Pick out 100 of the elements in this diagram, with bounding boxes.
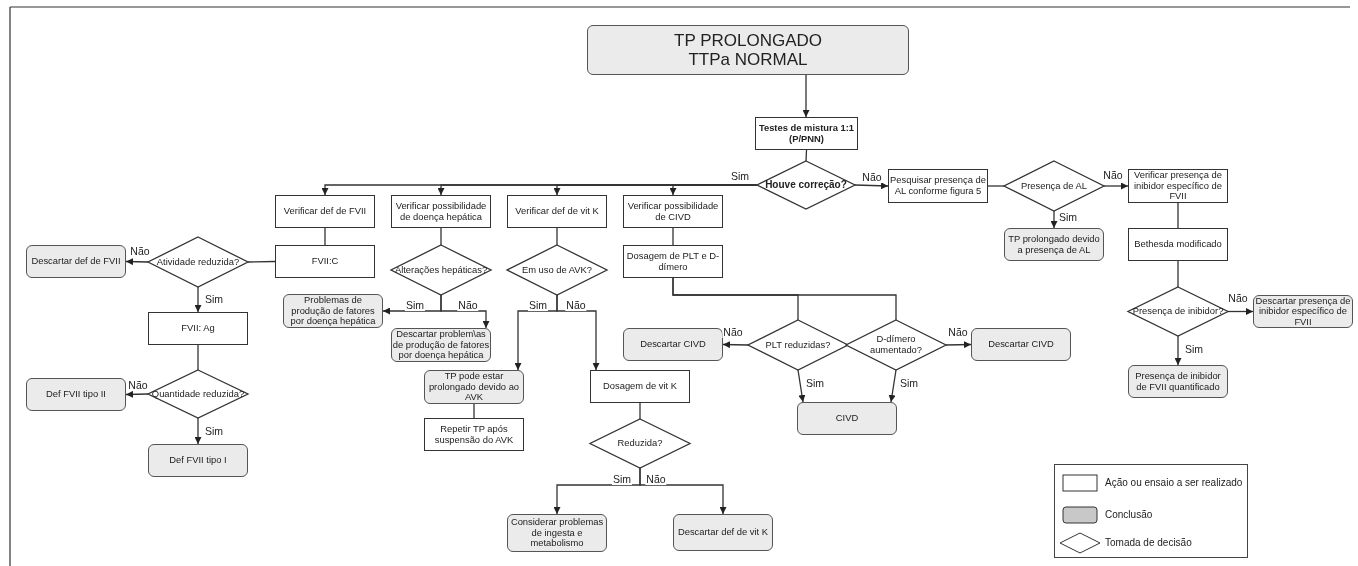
node-text: Reduzida? bbox=[617, 438, 663, 449]
legend-text: Ação ou ensaio a ser realizado bbox=[1105, 477, 1243, 488]
process-box bbox=[1128, 228, 1228, 261]
node-text: Verificar possibilidade de doença hepática bbox=[394, 200, 488, 223]
connector-line bbox=[324, 227, 326, 246]
node-text: Presença de inibidor? bbox=[1132, 306, 1224, 317]
decision-diamond bbox=[748, 320, 848, 370]
process-box bbox=[888, 169, 988, 203]
edge-label: Não bbox=[127, 379, 149, 391]
arrow bbox=[125, 258, 149, 266]
edge-label: Não bbox=[947, 326, 969, 338]
node-text: Pesquisar presença de AL conforme figura 5 bbox=[889, 175, 987, 197]
connector-line bbox=[247, 260, 276, 263]
node-text: Descartar problem\as de produção de fatores por doença hepática bbox=[392, 329, 490, 361]
node-text: Descartar def de FVII bbox=[31, 256, 121, 267]
decision-diamond bbox=[391, 245, 491, 295]
process-box bbox=[275, 245, 375, 278]
node-text: Verificar def de vit K bbox=[515, 206, 599, 217]
edge-label: Sim bbox=[729, 170, 751, 182]
process-box bbox=[275, 195, 375, 228]
arrow bbox=[125, 390, 149, 398]
edge-label: Não bbox=[457, 299, 479, 311]
decision-diamond bbox=[846, 320, 946, 370]
process-box bbox=[424, 418, 524, 451]
node-text: D-dímero aumentado? bbox=[868, 334, 924, 356]
legend-text: Conclusão bbox=[1105, 509, 1153, 520]
node-text: TP PROLONGADO TTPa NORMAL bbox=[673, 30, 823, 70]
connector-line bbox=[672, 277, 897, 321]
node-text: Verificar possibilidade de CIVD bbox=[626, 200, 720, 223]
conclusion-box bbox=[673, 514, 773, 551]
conclusion-box bbox=[283, 294, 383, 328]
edge-label: Sim bbox=[203, 293, 225, 305]
node-text: Presença de inibidor de FVII quantificado bbox=[1134, 370, 1222, 393]
node-text: Quantidade reduzida? bbox=[151, 388, 245, 400]
connector-line bbox=[440, 227, 442, 246]
conclusion-box bbox=[26, 245, 126, 278]
arrow bbox=[194, 286, 202, 313]
connector-line bbox=[1177, 260, 1179, 288]
node-text: TP pode estar prolongado devido ao AVK bbox=[427, 371, 521, 403]
node-text: CIVD bbox=[835, 413, 859, 424]
decision-diamond bbox=[1128, 287, 1228, 336]
conclusion-box bbox=[797, 402, 897, 435]
decision-diamond bbox=[148, 370, 248, 418]
node-text: Bethesda modificado bbox=[1134, 239, 1222, 250]
node-text: Dosagem de vit K bbox=[603, 381, 677, 392]
conclusion-box bbox=[26, 378, 126, 411]
node-text: Descartar def de vit K bbox=[677, 527, 769, 538]
arrow bbox=[669, 184, 758, 196]
node-text: FVII:C bbox=[311, 256, 339, 267]
node-text: Problemas de produção de fatores por doença hepática bbox=[289, 295, 377, 327]
decision-diamond bbox=[148, 237, 248, 287]
decision-diamond bbox=[1004, 161, 1104, 211]
arrow bbox=[802, 74, 810, 118]
edge-label: Não bbox=[565, 299, 587, 311]
arrow bbox=[797, 369, 806, 403]
connector-line bbox=[805, 149, 808, 162]
connector-line bbox=[556, 227, 558, 246]
node-text: Em uso de AVK? bbox=[521, 264, 593, 276]
edge-label: Não bbox=[1102, 169, 1124, 181]
arrow bbox=[194, 417, 202, 445]
connector-line bbox=[639, 402, 641, 420]
edge-label: Sim bbox=[1183, 343, 1205, 355]
node-text: Repetir TP após suspensão do AVK bbox=[433, 423, 515, 446]
arrow bbox=[1174, 335, 1182, 366]
edge-label: Não bbox=[129, 245, 151, 257]
edge-label: Não bbox=[861, 171, 883, 183]
process-box bbox=[148, 312, 248, 345]
legend-text: Tomada de decisão bbox=[1105, 537, 1192, 548]
conclusion-box bbox=[971, 328, 1071, 361]
node-text: FVII: Ag bbox=[181, 323, 215, 334]
edge-label: Sim bbox=[898, 377, 920, 389]
connector-line bbox=[1177, 202, 1179, 229]
arrow bbox=[556, 294, 600, 371]
edge-label: Sim bbox=[1057, 211, 1079, 223]
edge-label: Não bbox=[645, 473, 667, 485]
edge-label: Sim bbox=[203, 425, 225, 437]
arrow bbox=[440, 294, 490, 329]
node-text: TP prolongado devido a presença de AL bbox=[1007, 233, 1101, 256]
process-box bbox=[507, 195, 607, 228]
conclusion-box bbox=[1128, 365, 1228, 398]
edge-label: Sim bbox=[527, 299, 549, 311]
connector-line bbox=[473, 403, 475, 419]
arrow bbox=[1103, 182, 1129, 190]
conclusion-box bbox=[587, 25, 909, 75]
edge-label: Sim bbox=[611, 473, 633, 485]
arrow bbox=[1227, 308, 1254, 315]
connector-line bbox=[987, 185, 1005, 187]
decision-diamond bbox=[590, 419, 690, 468]
node-text: Testes de mistura 1:1 (P/PNN) bbox=[758, 122, 855, 145]
node-text: Descartar CIVD bbox=[988, 339, 1054, 350]
node-text: Verificar presença de inibidor específico de FVII bbox=[1132, 170, 1224, 202]
conclusion-box bbox=[148, 444, 248, 477]
arrow bbox=[1050, 210, 1058, 229]
connector-line bbox=[672, 227, 674, 246]
connector-line bbox=[197, 344, 199, 371]
node-text: PLT reduzidas? bbox=[765, 339, 831, 351]
edge-label: Sim bbox=[404, 299, 426, 311]
arrow bbox=[854, 182, 889, 190]
node-text: Alterações hepáticas? bbox=[394, 264, 488, 276]
node-text: Presença de AL bbox=[1020, 180, 1088, 192]
